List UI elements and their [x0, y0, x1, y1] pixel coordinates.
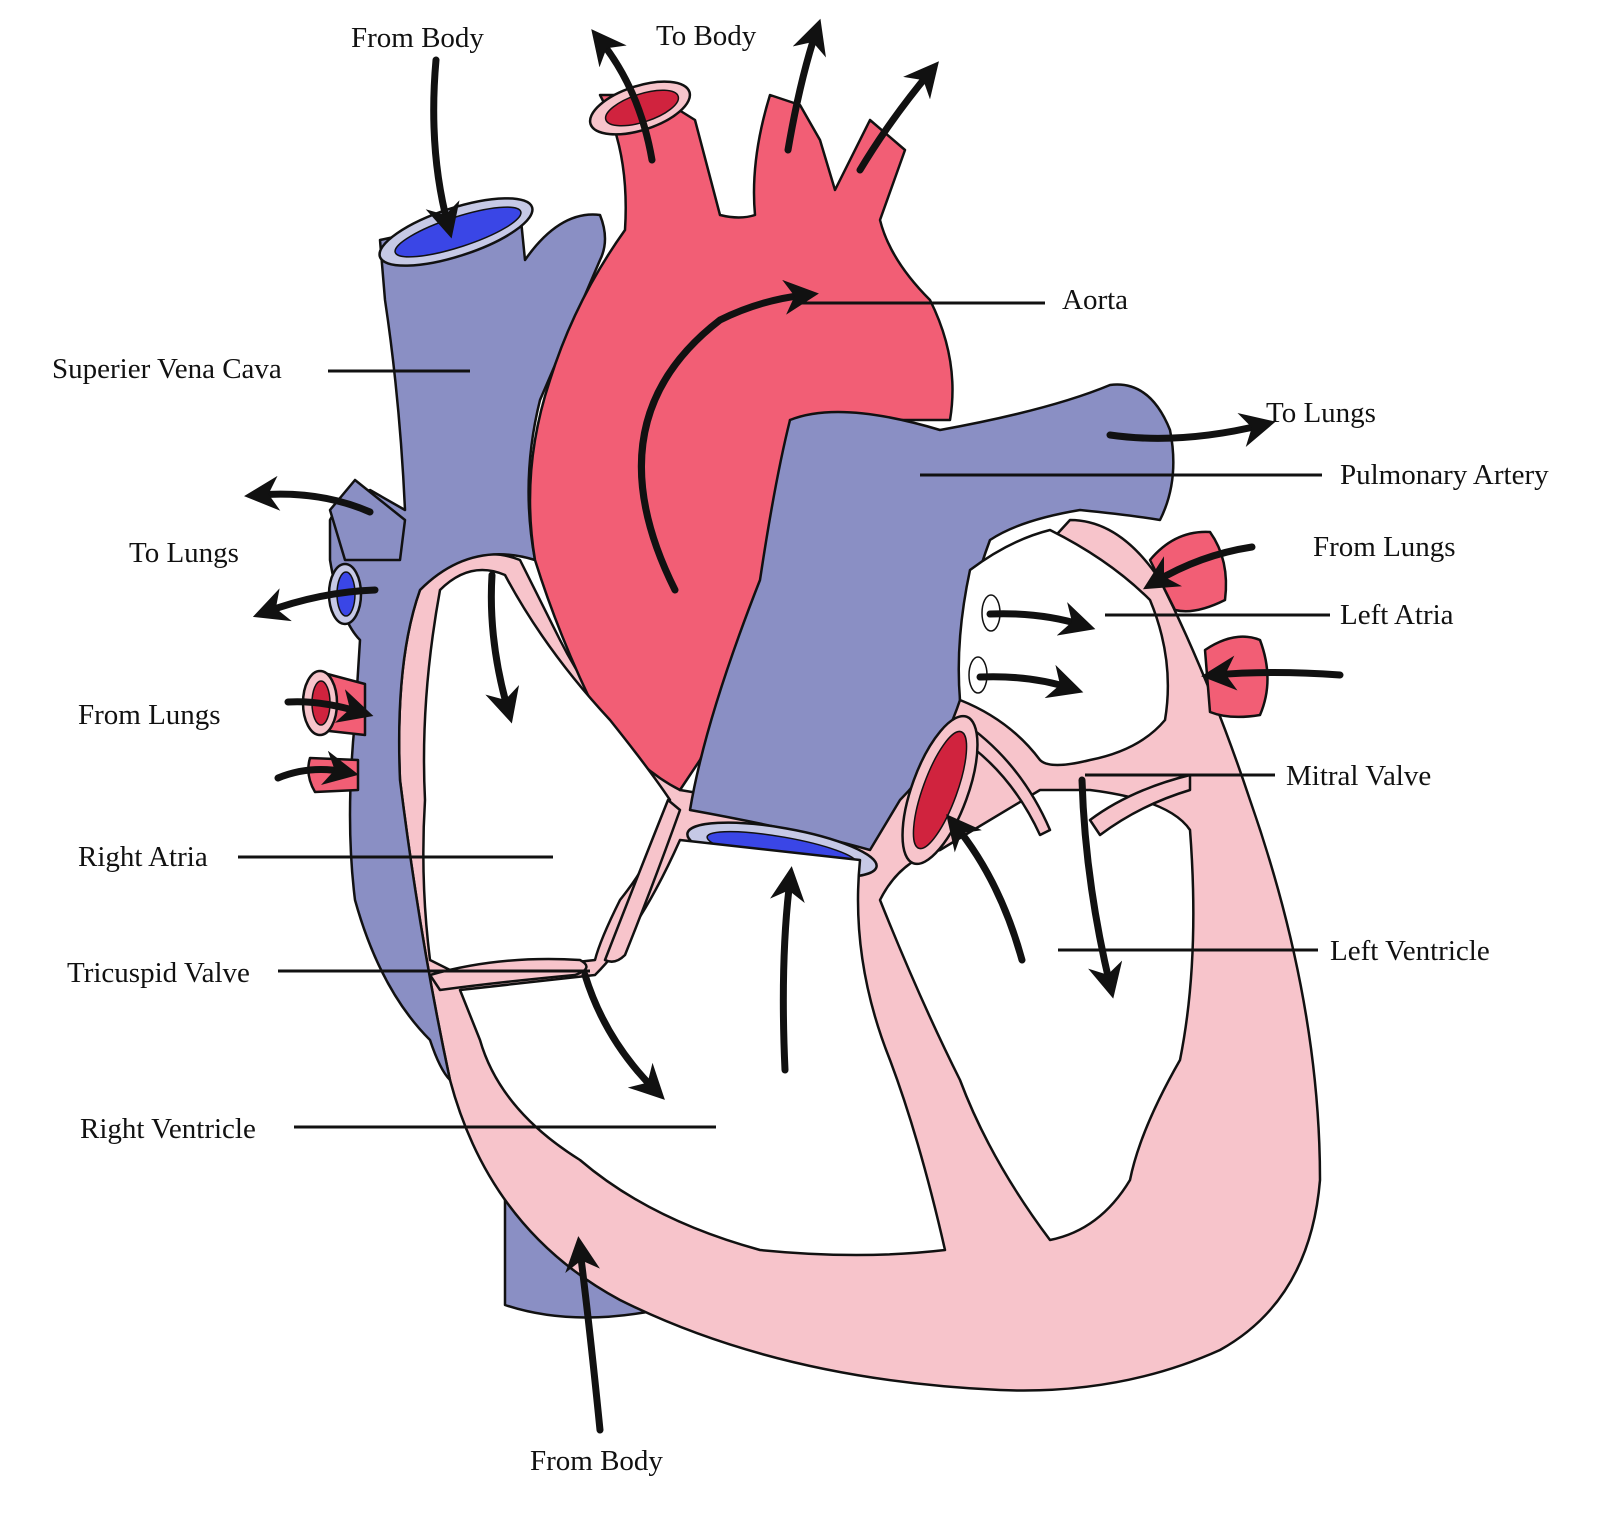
label-to-body: To Body	[656, 20, 757, 52]
arrow-rv-up	[770, 866, 805, 1074]
label-from-body-bottom: From Body	[530, 1445, 663, 1477]
label-tricuspid-valve: Tricuspid Valve	[67, 957, 250, 989]
arrow-to-lungs-left-2	[252, 586, 379, 622]
arrow-from-lungs-right-2	[1201, 655, 1344, 691]
label-left-ventricle: Left Ventricle	[1330, 935, 1490, 967]
left-pulmonary-vein-upper	[1148, 530, 1228, 613]
arrow-from-lungs-left-2	[274, 750, 359, 786]
mitral-valve-flap	[1088, 773, 1192, 837]
arrow-from-body-top	[425, 56, 460, 239]
right-pulmonary-artery-branch	[328, 478, 407, 562]
aortic-valve-lumen	[912, 730, 968, 850]
arrow-tricuspid-flow	[581, 971, 665, 1100]
left-atrium-chamber	[957, 528, 1170, 767]
arrow-pv-into-la-2	[976, 664, 1084, 699]
label-superior-vena-cava: Superier Vena Cava	[52, 353, 282, 385]
label-right-atria: Right Atria	[78, 841, 208, 873]
label-from-lungs-right: From Lungs	[1313, 531, 1456, 563]
arrow-from-lungs-right-1	[1142, 543, 1256, 590]
label-aorta: Aorta	[1062, 284, 1128, 316]
tricuspid-valve-flap	[428, 957, 588, 992]
arrow-lv-to-aorta	[946, 814, 1026, 964]
arrow-from-lungs-left-1	[284, 689, 374, 723]
label-left-atria: Left Atria	[1340, 599, 1454, 631]
flow-arrows	[244, 18, 1344, 1434]
arrow-to-body-1	[591, 29, 656, 164]
label-to-lungs-right: To Lungs	[1266, 397, 1376, 429]
arrow-aortic-arch	[638, 279, 819, 594]
arrow-from-body-bottom	[565, 1236, 604, 1434]
pulmonary-valve-flap	[603, 798, 682, 963]
arrow-mitral-flow	[1078, 776, 1123, 999]
pulmonary-artery	[688, 383, 1175, 852]
superior-vena-cava	[328, 208, 607, 1082]
arrow-pv-into-la-1	[986, 602, 1096, 636]
right-ventricle-chamber	[458, 838, 947, 1257]
label-pulmonary-artery: Pulmonary Artery	[1340, 459, 1549, 491]
arrow-ra-down	[485, 571, 520, 724]
arrow-to-lungs-left-1	[244, 475, 374, 516]
labels: From Body To Body Aorta Superier Vena Ca…	[52, 20, 1549, 1477]
leader-lines	[238, 301, 1330, 1129]
left-ventricle-chamber	[878, 788, 1195, 1242]
aortic-valve-flap	[953, 718, 1052, 837]
label-from-body-top: From Body	[351, 22, 484, 54]
arrow-to-body-3	[856, 61, 939, 174]
label-right-ventricle: Right Ventricle	[80, 1113, 256, 1145]
arrow-to-lungs-right	[1106, 412, 1276, 447]
label-mitral-valve: Mitral Valve	[1286, 760, 1431, 792]
right-pulmonary-vein-lower	[307, 756, 360, 794]
arrow-to-body-2	[784, 18, 826, 154]
label-to-lungs-left: To Lungs	[129, 537, 239, 569]
label-from-lungs-left: From Lungs	[78, 699, 221, 731]
